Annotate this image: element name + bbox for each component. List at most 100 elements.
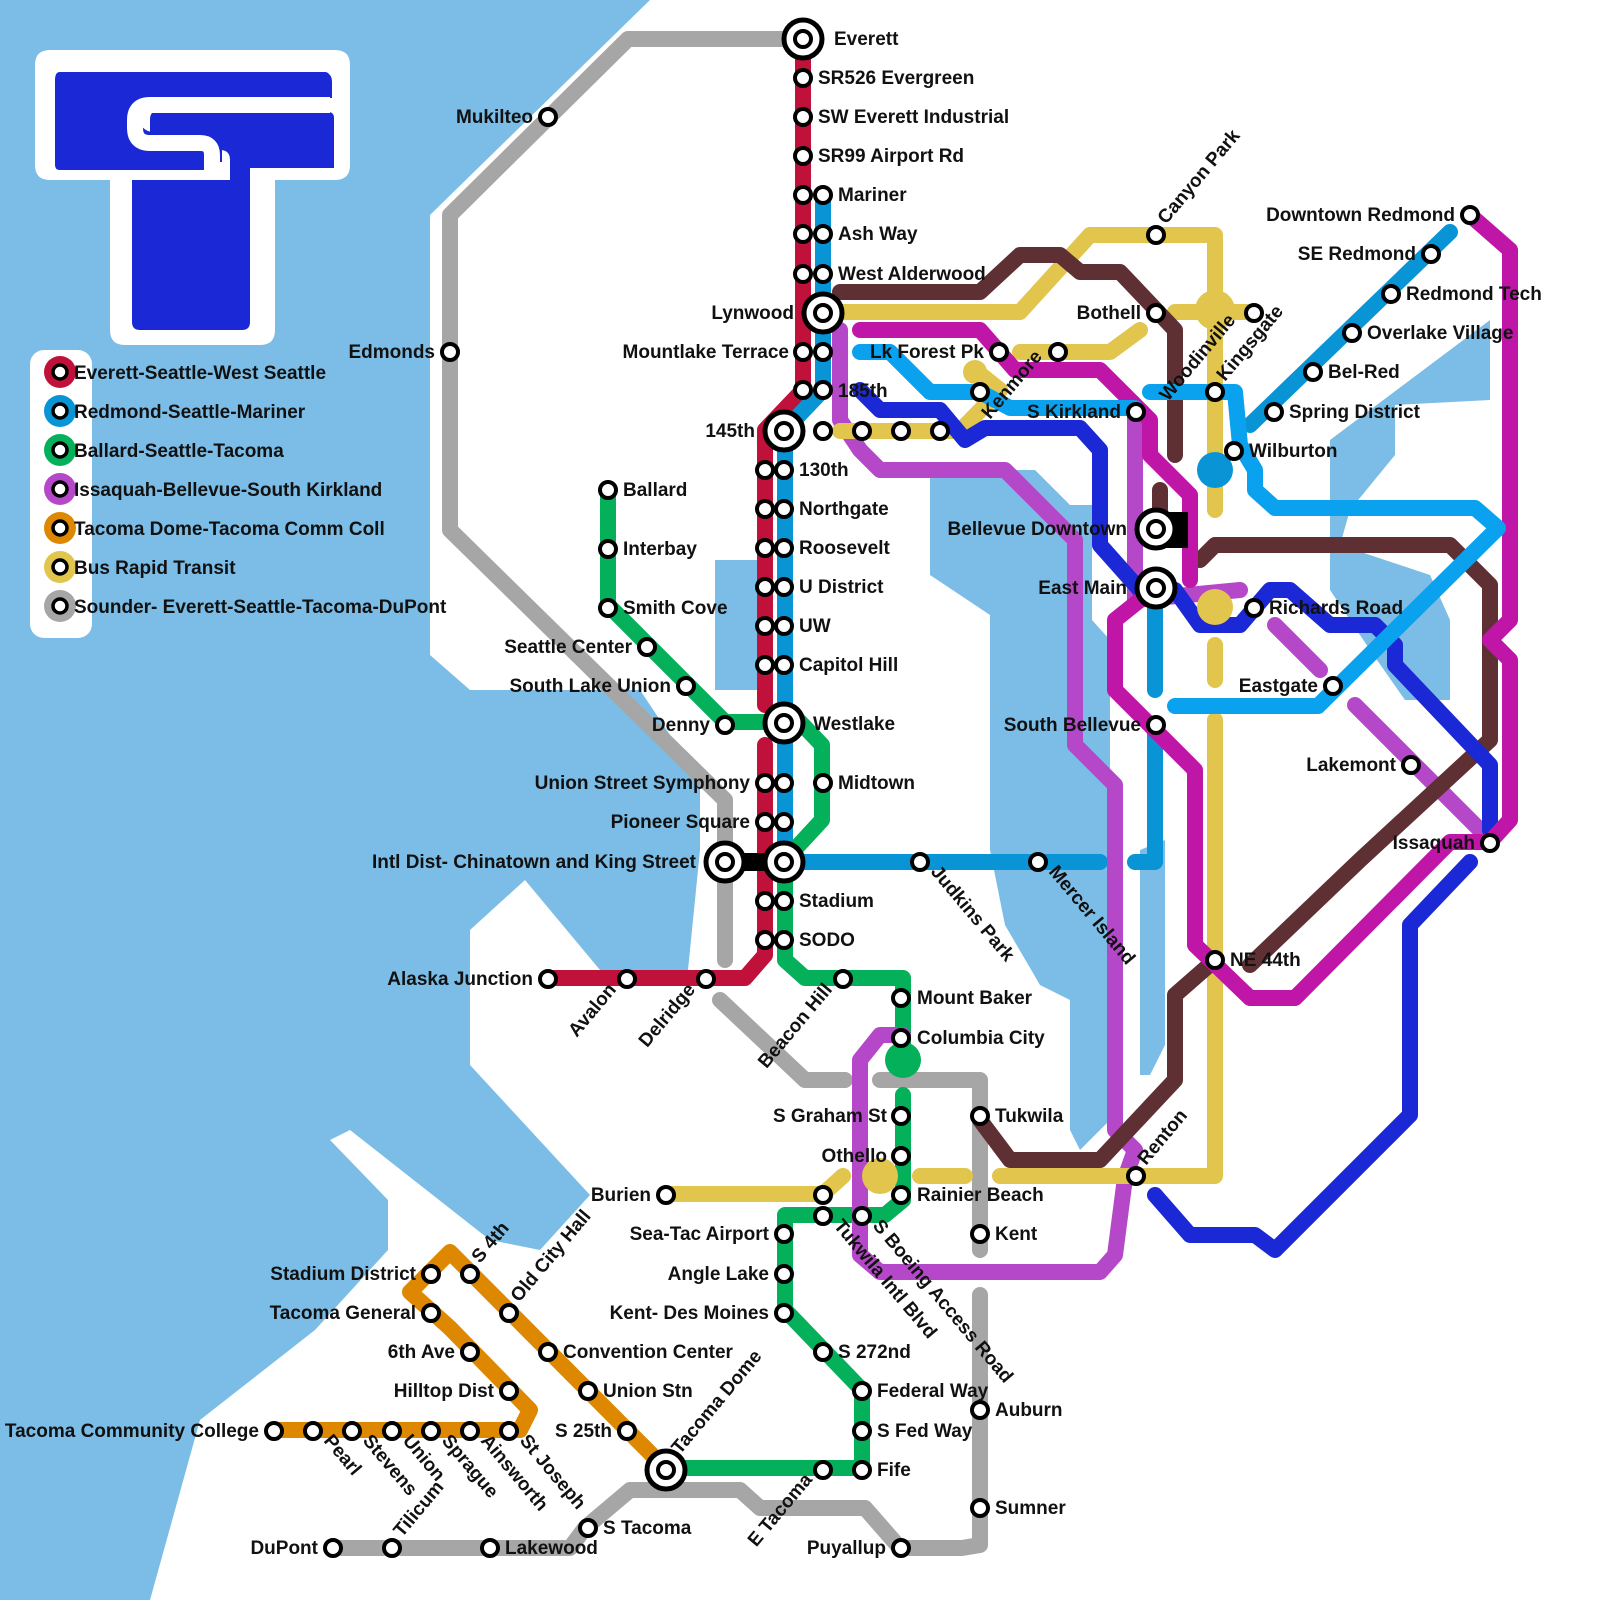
station-mount-baker[interactable] <box>891 988 911 1008</box>
station-stadium[interactable] <box>755 891 775 911</box>
station-lakemont[interactable] <box>1401 755 1421 775</box>
station-wilburton[interactable] <box>1224 441 1244 461</box>
station-mariner[interactable] <box>793 185 813 205</box>
station-tilicum[interactable] <box>382 1538 402 1558</box>
station-ballard[interactable] <box>598 480 618 500</box>
station-hilltop-dist[interactable] <box>499 1381 519 1401</box>
station-kent-des-moines[interactable] <box>774 1303 794 1323</box>
station-east-main[interactable] <box>1134 566 1178 610</box>
station-columbia-city[interactable] <box>891 1028 911 1048</box>
station-sodo[interactable] <box>755 930 775 950</box>
station-kent[interactable] <box>970 1224 990 1244</box>
station-tukwila[interactable] <box>970 1106 990 1126</box>
station-145th[interactable] <box>813 421 833 441</box>
station-intl-dist-chinatown-and-king-street[interactable] <box>762 840 806 884</box>
station-bel-red[interactable] <box>1303 362 1323 382</box>
station-union-street-symphony[interactable] <box>755 773 775 793</box>
station-kenmore[interactable] <box>970 382 990 402</box>
station-roosevelt[interactable] <box>774 538 794 558</box>
station-lynwood[interactable] <box>801 291 845 335</box>
station-sodo[interactable] <box>774 930 794 950</box>
station-convention-center[interactable] <box>538 1342 558 1362</box>
station-fife[interactable] <box>852 1460 872 1480</box>
station-mercer-island[interactable] <box>1028 852 1048 872</box>
station-bothell[interactable] <box>1146 303 1166 323</box>
station-se-redmond[interactable] <box>1421 244 1441 264</box>
station-tacoma-community-college[interactable] <box>264 1421 284 1441</box>
station-old-city-hall[interactable] <box>499 1303 519 1323</box>
station-othello[interactable] <box>891 1146 911 1166</box>
station-sea-tac-airport[interactable] <box>774 1224 794 1244</box>
station-s-kirkland[interactable] <box>1126 402 1146 422</box>
station-west-alderwood[interactable] <box>813 264 833 284</box>
station-angle-lake[interactable] <box>774 1264 794 1284</box>
station-stevens[interactable] <box>342 1421 362 1441</box>
station-sr526-evergreen[interactable] <box>793 68 813 88</box>
station-kenmore[interactable] <box>1048 342 1068 362</box>
station-st-joseph[interactable] <box>499 1421 519 1441</box>
station-sprague[interactable] <box>421 1421 441 1441</box>
station-west-alderwood[interactable] <box>793 264 813 284</box>
station-edmonds[interactable] <box>440 342 460 362</box>
station-rainier-beach[interactable] <box>891 1185 911 1205</box>
station-union-street-symphony[interactable] <box>774 773 794 793</box>
station-capitol-hill[interactable] <box>774 655 794 675</box>
station-sea-tac-airport[interactable] <box>813 1185 833 1205</box>
station-pearl[interactable] <box>303 1421 323 1441</box>
station-s-25th[interactable] <box>617 1421 637 1441</box>
station-overlake-village[interactable] <box>1342 323 1362 343</box>
station-kingsgate[interactable] <box>1244 303 1264 323</box>
station-alaska-junction[interactable] <box>538 969 558 989</box>
station-issaquah[interactable] <box>1480 833 1500 853</box>
station-avalon[interactable] <box>617 969 637 989</box>
station-lakewood[interactable] <box>480 1538 500 1558</box>
station-union-stn[interactable] <box>578 1381 598 1401</box>
station-e-tacoma[interactable] <box>813 1460 833 1480</box>
station-northgate[interactable] <box>774 499 794 519</box>
station-downtown-redmond[interactable] <box>1460 205 1480 225</box>
station-everett[interactable] <box>781 17 825 61</box>
station-stadium[interactable] <box>774 891 794 911</box>
station-mountlake-terrace[interactable] <box>793 342 813 362</box>
station-south-lake-union[interactable] <box>676 676 696 696</box>
station-sumner[interactable] <box>970 1498 990 1518</box>
station-seattle-center[interactable] <box>637 637 657 657</box>
station-tukwila-intl-blvd[interactable] <box>813 1206 833 1226</box>
station-ne-44th[interactable] <box>1205 950 1225 970</box>
station-union[interactable] <box>382 1421 402 1441</box>
station-s-boeing-access-road[interactable] <box>852 1206 872 1226</box>
station-stadium-district[interactable] <box>421 1264 441 1284</box>
station-denny[interactable] <box>715 715 735 735</box>
station-145th[interactable] <box>891 421 911 441</box>
station-145th[interactable] <box>852 421 872 441</box>
station-tacoma-general[interactable] <box>421 1303 441 1323</box>
station-uw[interactable] <box>774 616 794 636</box>
station-dupont[interactable] <box>323 1538 343 1558</box>
station-185th[interactable] <box>813 380 833 400</box>
station-6th-ave[interactable] <box>460 1342 480 1362</box>
station-northgate[interactable] <box>755 499 775 519</box>
station-redmond-tech[interactable] <box>1381 284 1401 304</box>
station-ash-way[interactable] <box>793 224 813 244</box>
station-richards-road[interactable] <box>1244 598 1264 618</box>
station-130th[interactable] <box>774 460 794 480</box>
station-130th[interactable] <box>755 460 775 480</box>
station-bellevue-downtown[interactable] <box>1134 507 1178 551</box>
station-mariner[interactable] <box>813 185 833 205</box>
station-u-district[interactable] <box>774 577 794 597</box>
station-eastgate[interactable] <box>1323 676 1343 696</box>
station-burien[interactable] <box>656 1185 676 1205</box>
station-s-272nd[interactable] <box>813 1342 833 1362</box>
station-westlake[interactable] <box>762 701 806 745</box>
station-pioneer-square[interactable] <box>774 812 794 832</box>
station-judkins-park[interactable] <box>910 852 930 872</box>
station-s-graham-st[interactable] <box>891 1106 911 1126</box>
station-roosevelt[interactable] <box>755 538 775 558</box>
station-uw[interactable] <box>755 616 775 636</box>
station-u-district[interactable] <box>755 577 775 597</box>
station-lk-forest-pk[interactable] <box>989 342 1009 362</box>
station-s-fed-way[interactable] <box>852 1421 872 1441</box>
station-145th[interactable] <box>930 421 950 441</box>
station-mountlake-terrace[interactable] <box>813 342 833 362</box>
station-south-bellevue[interactable] <box>1146 715 1166 735</box>
